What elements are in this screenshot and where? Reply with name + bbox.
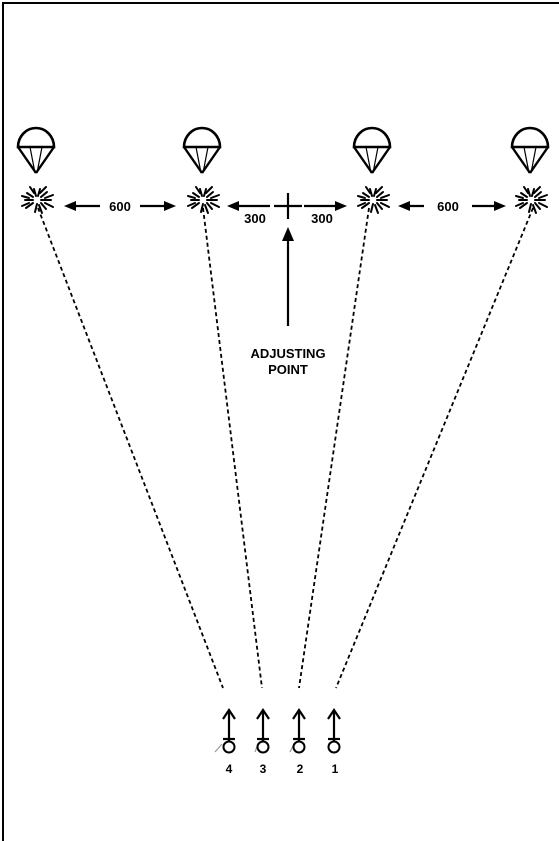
gun-icon <box>291 708 307 754</box>
flare-4 <box>510 126 550 214</box>
burst-icon <box>515 186 548 214</box>
arrowhead-left-icon <box>64 201 76 211</box>
trajectory-line-gun-4 <box>37 207 224 689</box>
adjusting-point-label-line2: POINT <box>268 362 308 377</box>
parachute-icon <box>352 126 392 175</box>
gun-label: 2 <box>297 762 304 776</box>
parachute-icon <box>510 126 550 175</box>
spacing-label-outer-left: 600 <box>109 199 131 214</box>
parachute-icon <box>16 126 56 175</box>
gun-icon <box>326 708 342 754</box>
gun-3: 3 <box>254 708 271 776</box>
parachute-icon <box>182 126 222 175</box>
flare-1 <box>16 126 56 214</box>
spacing-arrows <box>64 201 506 211</box>
spacing-label-outer-right: 600 <box>437 199 459 214</box>
flare-2 <box>182 126 222 214</box>
trajectory-line-gun-3 <box>202 207 263 689</box>
gun-4: 4 <box>214 708 237 776</box>
burst-icon <box>357 186 390 214</box>
arrowhead-right-icon <box>494 201 506 211</box>
spacing-label-inner-right: 300 <box>311 211 333 226</box>
arrowhead-right-icon <box>164 201 176 211</box>
adjusting-point-label-line1: ADJUSTING <box>250 346 325 361</box>
arrow-up-icon <box>282 227 294 241</box>
gun-2: 2 <box>289 708 307 776</box>
trajectory-line-gun-1 <box>335 207 534 689</box>
arrowhead-left-icon <box>398 201 410 211</box>
gun-icon <box>221 708 237 754</box>
trajectory-lines <box>37 207 534 689</box>
spacing-label-inner-left: 300 <box>244 211 266 226</box>
gun-label: 1 <box>332 762 339 776</box>
gun-label: 3 <box>260 762 267 776</box>
arrowhead-right-icon <box>335 201 347 211</box>
arrowhead-left-icon <box>227 201 239 211</box>
gun-label: 4 <box>226 762 233 776</box>
gun-icon <box>255 708 271 754</box>
gun-1: 1 <box>326 708 342 776</box>
trajectory-line-gun-2 <box>298 207 370 689</box>
flare-3 <box>352 126 392 214</box>
adjusting-point-marker <box>274 193 302 326</box>
